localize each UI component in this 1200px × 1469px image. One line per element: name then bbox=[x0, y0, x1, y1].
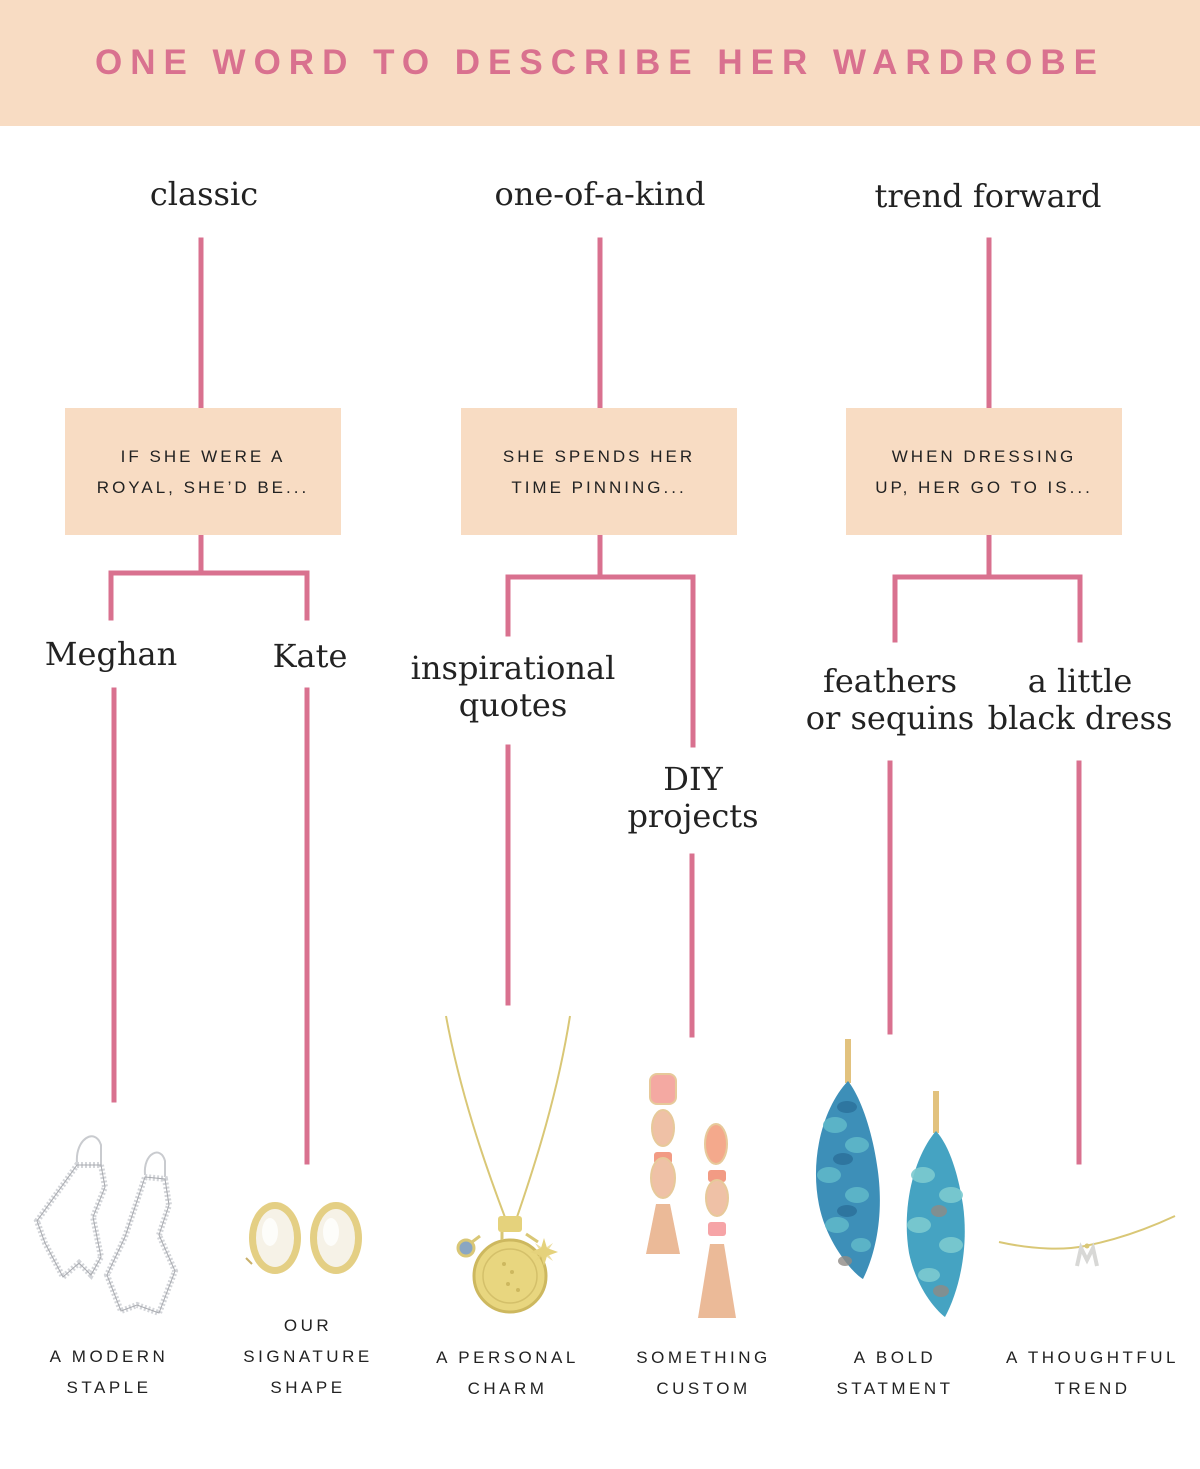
connector-black-dress bbox=[986, 574, 1083, 643]
question-text: SHE SPENDS HER TIME PINNING... bbox=[502, 446, 696, 497]
question-box-one-of-a-kind: SHE SPENDS HER TIME PINNING... bbox=[461, 408, 737, 535]
caption-personal-charm: A PERSONAL CHARM bbox=[436, 1348, 579, 1398]
caption-something-custom: SOMETHING CUSTOM bbox=[636, 1348, 771, 1398]
category-trend-forward: trend forward bbox=[874, 177, 1102, 215]
caption-thoughtful-trend: A THOUGHTFUL TREND bbox=[1006, 1348, 1179, 1398]
answer-little-black-dress: a little black dress bbox=[987, 662, 1173, 737]
page-title: ONE WORD TO DESCRIBE HER WARDROBE bbox=[94, 43, 1106, 82]
peach-drop-earrings-icon bbox=[646, 1073, 736, 1318]
question-box-trend-forward: WHEN DRESSING UP, HER GO TO IS... bbox=[846, 408, 1122, 535]
header-banner: ONE WORD TO DESCRIBE HER WARDROBE bbox=[0, 0, 1200, 126]
caption-signature-shape: OUR SIGNATURE SHAPE bbox=[243, 1316, 373, 1397]
connector-diy bbox=[597, 574, 696, 748]
connector-feathers bbox=[892, 532, 992, 643]
answer-inspirational-quotes: inspirational quotes bbox=[410, 649, 616, 724]
ivory-stud-earrings-icon bbox=[245, 1202, 362, 1274]
connector-kate bbox=[198, 570, 310, 621]
answer-diy-projects: DIY projects bbox=[627, 760, 759, 835]
connector-quotes bbox=[505, 532, 603, 637]
answer-meghan: Meghan bbox=[44, 635, 178, 673]
initial-pendant-necklace-icon bbox=[998, 1215, 1176, 1267]
connector-meghan bbox=[108, 532, 204, 621]
question-text: WHEN DRESSING UP, HER GO TO IS... bbox=[875, 446, 1093, 497]
answer-feathers-or-sequins: feathers or sequins bbox=[805, 662, 975, 737]
category-classic: classic bbox=[149, 175, 259, 213]
caption-modern-staple: A MODERN STAPLE bbox=[49, 1347, 169, 1397]
coin-charm-necklace-icon bbox=[445, 1015, 571, 1314]
question-box-classic: IF SHE WERE A ROYAL, SHE’D BE... bbox=[65, 408, 341, 535]
answer-kate: Kate bbox=[272, 637, 348, 675]
question-text: IF SHE WERE A ROYAL, SHE’D BE... bbox=[96, 446, 310, 497]
caption-bold-statment: A BOLD STATMENT bbox=[836, 1348, 954, 1398]
sequin-feather-earrings-icon bbox=[815, 1039, 965, 1317]
silver-drop-earrings-icon bbox=[33, 1135, 179, 1317]
category-one-of-a-kind: one-of-a-kind bbox=[494, 175, 706, 213]
